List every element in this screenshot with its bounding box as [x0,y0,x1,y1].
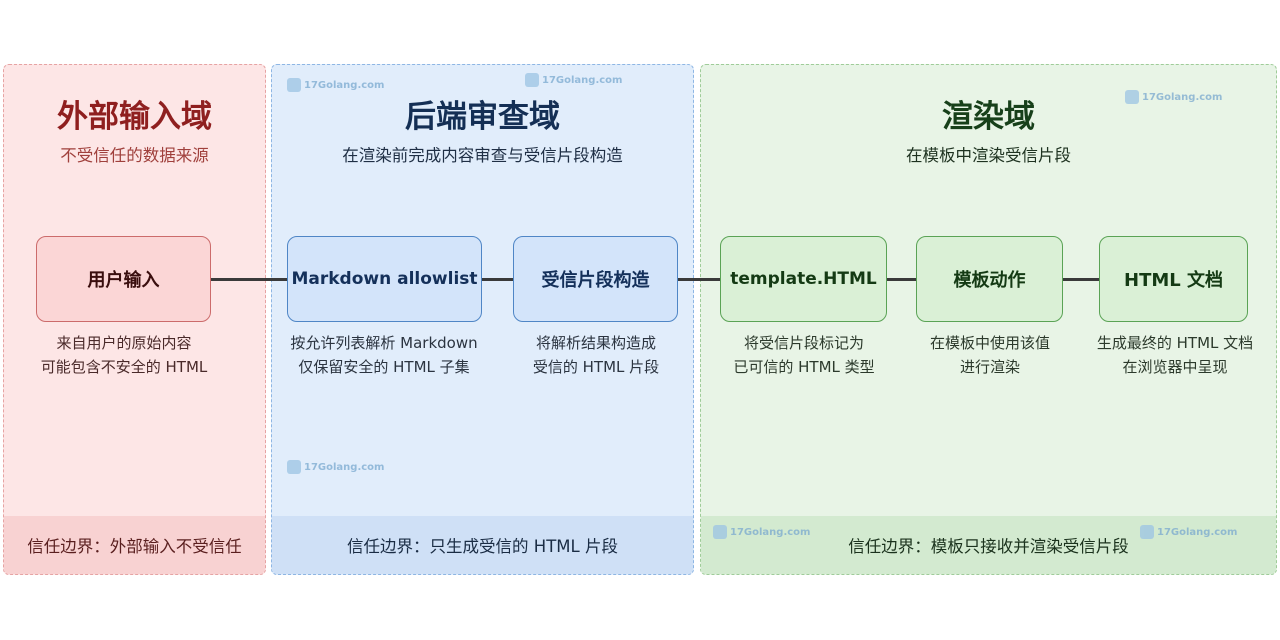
flow-connector [887,278,916,281]
zone-backend-subtitle: 在渲染前完成内容审查与受信片段构造 [342,146,623,165]
zone-render-subtitle: 在模板中渲染受信片段 [906,146,1071,165]
watermark: 17Golang.com [525,73,622,87]
watermark: 17Golang.com [713,525,810,539]
description-line: 按允许列表解析 Markdown [290,334,478,352]
flow-connector [1063,278,1099,281]
node-trusted-fragment: 受信片段构造 [513,236,678,322]
watermark: 17Golang.com [1140,525,1237,539]
watermark-logo-icon [287,78,301,92]
watermark-logo-icon [713,525,727,539]
node-template-html-description: 将受信片段标记为 已可信的 HTML 类型 [703,331,905,379]
watermark: 17Golang.com [287,460,384,474]
node-user-input-description: 来自用户的原始内容 可能包含不安全的 HTML [24,331,224,379]
description-line: 可能包含不安全的 HTML [40,358,208,376]
description-line: 已可信的 HTML 类型 [733,358,875,376]
node-markdown-allowlist: Markdown allowlist [287,236,482,322]
watermark-logo-icon [287,460,301,474]
node-template-action-description: 在模板中使用该值 进行渲染 [890,331,1090,379]
description-line: 仅保留安全的 HTML 子集 [298,358,470,376]
flow-connector [678,278,720,281]
watermark: 17Golang.com [287,78,384,92]
node-template-html: template.HTML [720,236,887,322]
description-line: 生成最终的 HTML 文档 [1096,334,1254,352]
zone-external-trust-boundary: 信任边界：外部输入不受信任 [4,516,265,574]
description-line: 进行渲染 [959,358,1020,376]
watermark-logo-icon [525,73,539,87]
zone-backend-trust-boundary: 信任边界：只生成受信的 HTML 片段 [272,516,693,574]
zone-render-trust-boundary: 信任边界：模板只接收并渲染受信片段 [701,516,1276,574]
description-line: 在模板中使用该值 [929,334,1050,352]
description-line: 将解析结果构造成 [535,334,656,352]
watermark: 17Golang.com [1125,90,1222,104]
flow-connector [482,278,513,281]
zone-external-title: 外部输入域 [57,99,212,135]
zone-external-input: 外部输入域 不受信任的数据来源 信任边界：外部输入不受信任 [3,64,266,575]
description-line: 受信的 HTML 片段 [532,358,660,376]
flow-connector [211,278,287,281]
watermark-logo-icon [1140,525,1154,539]
node-template-action: 模板动作 [916,236,1063,322]
node-user-input: 用户输入 [36,236,211,322]
description-line: 在浏览器中呈现 [1122,358,1228,376]
zone-external-subtitle: 不受信任的数据来源 [60,146,209,165]
watermark-logo-icon [1125,90,1139,104]
node-markdown-allowlist-description: 按允许列表解析 Markdown 仅保留安全的 HTML 子集 [274,331,494,379]
node-html-document-description: 生成最终的 HTML 文档 在浏览器中呈现 [1080,331,1270,379]
description-line: 来自用户的原始内容 [56,334,192,352]
node-html-document: HTML 文档 [1099,236,1248,322]
zone-backend-title: 后端审查域 [405,99,560,135]
description-line: 将受信片段标记为 [743,334,864,352]
node-trusted-fragment-description: 将解析结果构造成 受信的 HTML 片段 [498,331,694,379]
zone-render-title: 渲染域 [942,99,1035,135]
